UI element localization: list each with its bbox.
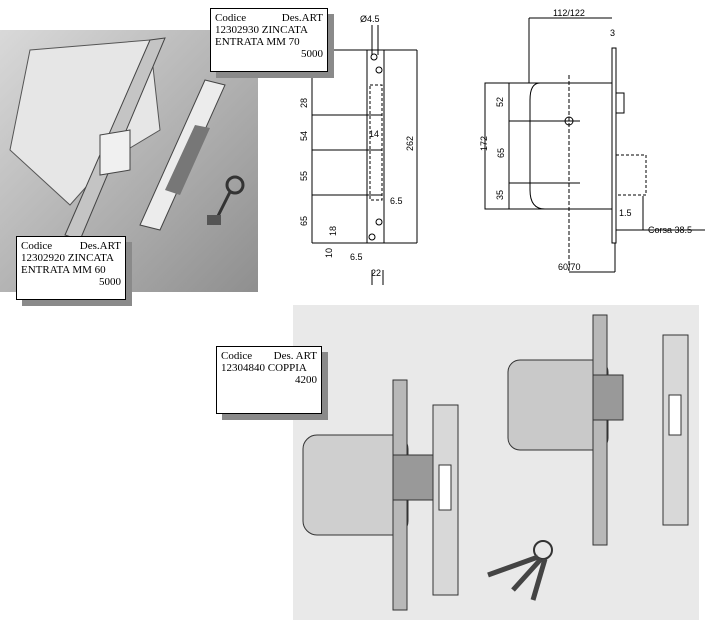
product-desc2: ENTRATA MM 70 [215,36,300,48]
product-desc: ZINCATA [261,24,308,36]
product-photo-lock-pair [293,305,699,620]
technical-drawing-front: Ø4.5 28 54 55 65 262 14 6.5 18 10 6.5 22 [299,14,418,285]
dim-6-5-bottom: 6.5 [350,252,363,262]
dim-22: 22 [371,268,381,278]
dim-52: 52 [495,97,505,107]
product-code: 12302920 [21,252,65,264]
technical-drawing-side: 112/122 3 52 172 65 35 1.5 Corsa 38.5 60… [479,8,705,273]
desc-header: Des.ART [79,240,121,252]
dim-54: 54 [299,131,309,141]
product-label-12302920: Codice Des.ART 12302920 ZINCATA ENTRATA M… [16,236,126,300]
dim-10: 10 [324,248,334,258]
desc-header: Des.ART [281,12,323,24]
dim-65: 65 [299,216,309,226]
dim-plate: 3 [610,28,615,38]
dim-hole: Ø4.5 [360,14,380,24]
code-header: Codice [215,12,247,24]
dim-262: 262 [405,136,415,151]
product-code: 12302930 [215,24,259,36]
product-price: 5000 [301,48,323,60]
code-header: Codice [21,240,53,252]
dim-28: 28 [299,98,309,108]
product-label-12302930: Codice Des.ART 12302930 ZINCATA ENTRATA M… [210,8,328,72]
dim-65: 65 [496,148,506,158]
product-price: 5000 [99,276,121,288]
code-header: Codice [221,350,253,362]
desc-header: Des. ART [273,350,317,362]
product-code: 12304840 [221,362,265,374]
product-desc: ZINCATA [67,252,114,264]
dim-14: 14 [369,129,379,139]
product-desc2: ENTRATA MM 60 [21,264,106,276]
dim-18: 18 [328,226,338,236]
dim-stroke: Corsa 38.5 [648,225,692,235]
dim-55: 55 [299,171,309,181]
product-desc: COPPIA [267,362,307,374]
product-label-12304840: Codice Des. ART 12304840 COPPIA 4200 [216,346,322,414]
dim-1-5: 1.5 [619,208,632,218]
product-price: 4200 [295,374,317,386]
dim-35: 35 [495,190,505,200]
dim-6-5: 6.5 [390,196,403,206]
dim-depth: 112/122 [553,8,585,18]
dim-172: 172 [479,136,489,151]
dim-backset: 60/70 [558,262,581,272]
